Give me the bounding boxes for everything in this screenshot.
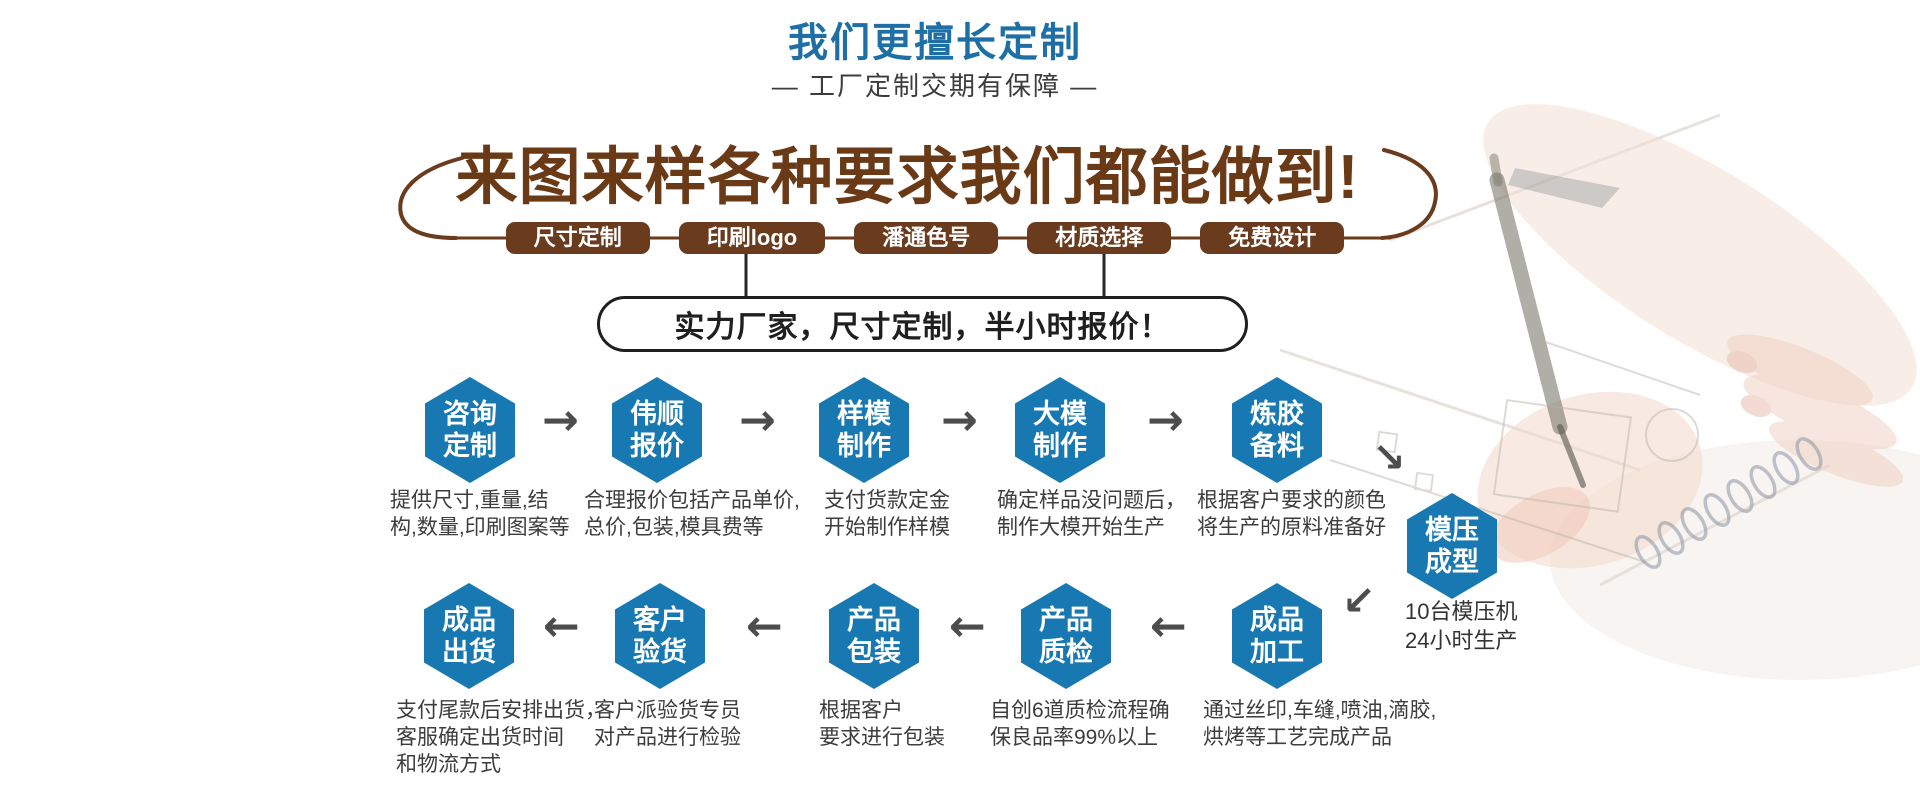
quote-banner: 实力厂家，尺寸定制，半小时报价！ [597, 296, 1248, 352]
tag-material-choice: 材质选择 [1027, 222, 1172, 254]
flow-step-finishing: 成品加工 [1232, 583, 1322, 689]
step-desc-packaging: 根据客户 要求进行包装 [819, 699, 945, 749]
tag-pantone-color: 潘通色号 [854, 222, 999, 254]
headline: 来图来样各种要求我们都能做到! [455, 143, 1360, 212]
floorplan-sketch [1329, 339, 1701, 563]
hand-icon [1477, 391, 1703, 569]
flow-step-shipping: 成品出货 [424, 583, 514, 689]
flow-step-quality-check: 产品质检 [1021, 583, 1111, 689]
arrow-down-left-icon: ↙ [1342, 578, 1376, 624]
section-title: 我们更擅长定制 [788, 21, 1082, 65]
arrow-right-icon: → [941, 395, 978, 446]
step-desc-consult: 提供尺寸,重量,结 构,数量,印刷图案等 [390, 489, 570, 539]
arrow-left-icon: ← [1150, 601, 1187, 652]
step-desc-big-mold: 确定样品没问题后， 制作大模开始生产 [997, 489, 1186, 539]
notebook-edge [1508, 168, 1620, 208]
arrow-down-right-icon: ↘ [1372, 435, 1406, 481]
flow-step-sample-mold: 样模制作 [819, 377, 909, 483]
flow-step-quote: 伟顺报价 [612, 377, 702, 483]
section-subtitle: — 工厂定制交期有保障 — [771, 71, 1099, 101]
arrow-left-icon: ← [949, 601, 986, 652]
step-desc-finishing: 通过丝印,车缝,喷油,滴胶, 烘烤等工艺完成产品 [1203, 699, 1437, 749]
spiral-binding-icon [1634, 437, 1823, 569]
step-desc-molding: 10台模压机 24小时生产 [1405, 599, 1518, 653]
flow-step-customer-inspection: 客户验货 [615, 583, 705, 689]
arm-shape [1483, 104, 1917, 406]
tag-free-design: 免费设计 [1200, 222, 1345, 254]
arrow-right-icon: → [1147, 395, 1184, 446]
flow-step-consult: 咨询定制 [425, 377, 515, 483]
step-desc-rubber-prep: 根据客户要求的颜色 将生产的原料准备好 [1197, 489, 1386, 539]
flow-step-packaging: 产品包装 [829, 583, 919, 689]
step-desc-customer-inspection: 客户派验货专员 对产品进行检验 [594, 699, 741, 749]
step-desc-shipping: 支付尾款后安排出货， 客服确定出货时间 和物流方式 [396, 699, 606, 776]
step-desc-sample-mold: 支付货款定金 开始制作样模 [824, 489, 950, 539]
step-desc-quality-check: 自创6道质检流程确 保良品率99%以上 [990, 699, 1170, 749]
step-desc-quote: 合理报价包括产品单价, 总价,包装,模具费等 [584, 489, 800, 539]
arrow-left-icon: ← [746, 601, 783, 652]
background-photo [1279, 104, 1920, 680]
arrow-right-icon: → [542, 395, 579, 446]
tag-row: 尺寸定制 印刷logo 潘通色号 材质选择 免费设计 [455, 222, 1395, 254]
tag-size-custom: 尺寸定制 [505, 222, 650, 254]
pencil-icon [1489, 153, 1586, 488]
tag-print-logo: 印刷logo [678, 222, 826, 254]
arrow-left-icon: ← [543, 601, 580, 652]
arrow-right-icon: → [739, 395, 776, 446]
